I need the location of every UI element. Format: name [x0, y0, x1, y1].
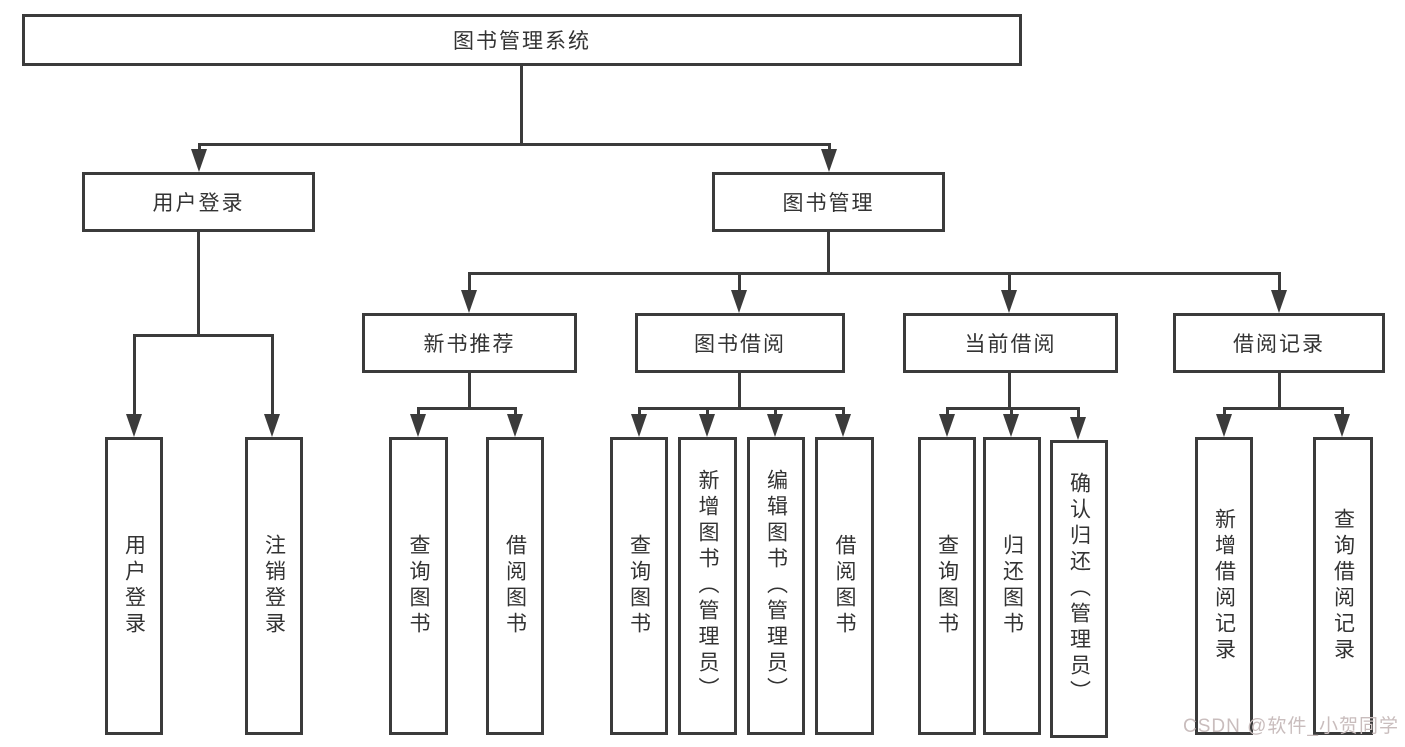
arrowhead-to-records-query: [1334, 414, 1350, 437]
node-label: 图书管理: [782, 192, 875, 215]
connector-login-stem: [197, 232, 200, 337]
node-book-borrowing: 图书借阅: [635, 313, 845, 373]
arrowhead-to-current-return: [1003, 414, 1019, 437]
connector-drop-records: [1278, 272, 1281, 294]
connector-drop-current-query: [946, 407, 949, 417]
connector-mgmt-stem: [827, 232, 830, 275]
leaf-user-login: 用户登录: [105, 437, 163, 735]
leaf-label: 查询图书: [627, 534, 651, 638]
connector-current-stem: [1008, 373, 1011, 410]
leaf-label: 新增图书（管理员）: [696, 469, 719, 703]
leaf-newrec-query-books: 查询图书: [389, 437, 448, 735]
leaf-label: 确认归还（管理员）: [1067, 472, 1091, 706]
arrowhead-to-newrec-query: [410, 414, 426, 437]
connector-borrow-bar: [638, 407, 845, 410]
arrowhead-to-borrowing-records: [1271, 290, 1287, 313]
connector-borrow-stem: [738, 373, 741, 410]
leaf-label: 查询图书: [407, 534, 430, 638]
leaf-borrow-query-books: 查询图书: [610, 437, 668, 735]
node-borrowing-records: 借阅记录: [1173, 313, 1385, 373]
connector-drop-newrec: [468, 272, 471, 294]
connector-root-stem: [520, 66, 523, 145]
arrowhead-to-leaf-logout: [264, 414, 280, 437]
node-new-book-recommend: 新书推荐: [362, 313, 577, 373]
node-label: 用户登录: [152, 192, 245, 215]
connector-records-stem: [1278, 373, 1281, 410]
arrowhead-to-user-login: [191, 149, 207, 172]
connector-records-bar: [1223, 407, 1344, 410]
leaf-label: 注销登录: [262, 534, 286, 638]
arrowhead-to-borrow-add: [699, 414, 715, 437]
arrowhead-to-borrow-borrow: [835, 414, 851, 437]
node-root-library-system: 图书管理系统: [22, 14, 1022, 66]
leaf-label: 编辑图书（管理员）: [764, 469, 788, 703]
leaf-borrow-add-books-admin: 新增图书（管理员）: [678, 437, 737, 735]
arrowhead-to-book-management: [821, 149, 837, 172]
leaf-label: 用户登录: [122, 534, 146, 638]
connector-drop-borrow-query: [638, 407, 641, 417]
arrowhead-to-borrow-edit: [767, 414, 783, 437]
arrowhead-to-current-confirm: [1070, 417, 1086, 440]
arrowhead-to-current-borrowing: [1001, 290, 1017, 313]
node-label: 新书推荐: [423, 333, 516, 356]
connector-root-bar: [198, 143, 831, 146]
connector-drop-borrow-edit: [774, 407, 777, 417]
node-book-management: 图书管理: [712, 172, 945, 232]
leaf-current-confirm-return-admin: 确认归还（管理员）: [1050, 440, 1108, 738]
connector-drop-records-add: [1223, 407, 1226, 417]
leaf-newrec-borrow-books: 借阅图书: [486, 437, 544, 735]
arrowhead-to-borrow-query: [631, 414, 647, 437]
connector-drop-user-login: [133, 334, 136, 416]
leaf-label: 查询借阅记录: [1331, 508, 1355, 664]
arrowhead-to-current-query: [939, 414, 955, 437]
connector-drop-records-query: [1341, 407, 1344, 417]
connector-current-bar: [946, 407, 1080, 410]
connector-drop-newrec-query: [417, 407, 420, 417]
leaf-borrow-edit-books-admin: 编辑图书（管理员）: [747, 437, 805, 735]
connector-drop-newrec-borrow: [514, 407, 517, 417]
arrowhead-to-records-add: [1216, 414, 1232, 437]
node-label: 图书借阅: [694, 333, 786, 356]
connector-drop-mgmt: [828, 143, 831, 153]
leaf-label: 借阅图书: [833, 534, 856, 638]
node-label: 当前借阅: [964, 333, 1057, 356]
connector-drop-current-return: [1010, 407, 1013, 417]
connector-drop-current-confirm: [1077, 407, 1080, 417]
arrowhead-to-new-book-recommend: [461, 290, 477, 313]
node-current-borrowing: 当前借阅: [903, 313, 1118, 373]
leaf-records-add-record: 新增借阅记录: [1195, 437, 1253, 735]
node-label: 借阅记录: [1233, 333, 1325, 356]
connector-drop-borrow-add: [706, 407, 709, 417]
connector-drop-borrow: [738, 272, 741, 294]
leaf-current-query-books: 查询图书: [918, 437, 976, 735]
leaf-label: 归还图书: [1000, 534, 1024, 638]
leaf-records-query-record: 查询借阅记录: [1313, 437, 1373, 735]
arrowhead-to-leaf-user-login: [126, 414, 142, 437]
leaf-label: 借阅图书: [503, 534, 527, 638]
node-user-login: 用户登录: [82, 172, 315, 232]
connector-drop-login: [198, 143, 201, 153]
csdn-watermark: CSDN @软件_小贺同学: [1183, 716, 1399, 737]
leaf-borrow-borrow-books: 借阅图书: [815, 437, 874, 735]
leaf-label: 新增借阅记录: [1212, 508, 1236, 664]
connector-newrec-bar: [417, 407, 517, 410]
connector-login-bar: [133, 334, 274, 337]
connector-drop-logout: [271, 334, 274, 416]
leaf-current-return-books: 归还图书: [983, 437, 1041, 735]
connector-drop-current: [1008, 272, 1011, 294]
connector-drop-borrow-borrow: [842, 407, 845, 417]
leaf-logout: 注销登录: [245, 437, 303, 735]
leaf-label: 查询图书: [935, 534, 959, 638]
arrowhead-to-newrec-borrow: [507, 414, 523, 437]
node-label: 图书管理系统: [453, 30, 591, 53]
arrowhead-to-book-borrowing: [731, 290, 747, 313]
connector-mgmt-bar: [468, 272, 1281, 275]
connector-newrec-stem: [468, 373, 471, 410]
